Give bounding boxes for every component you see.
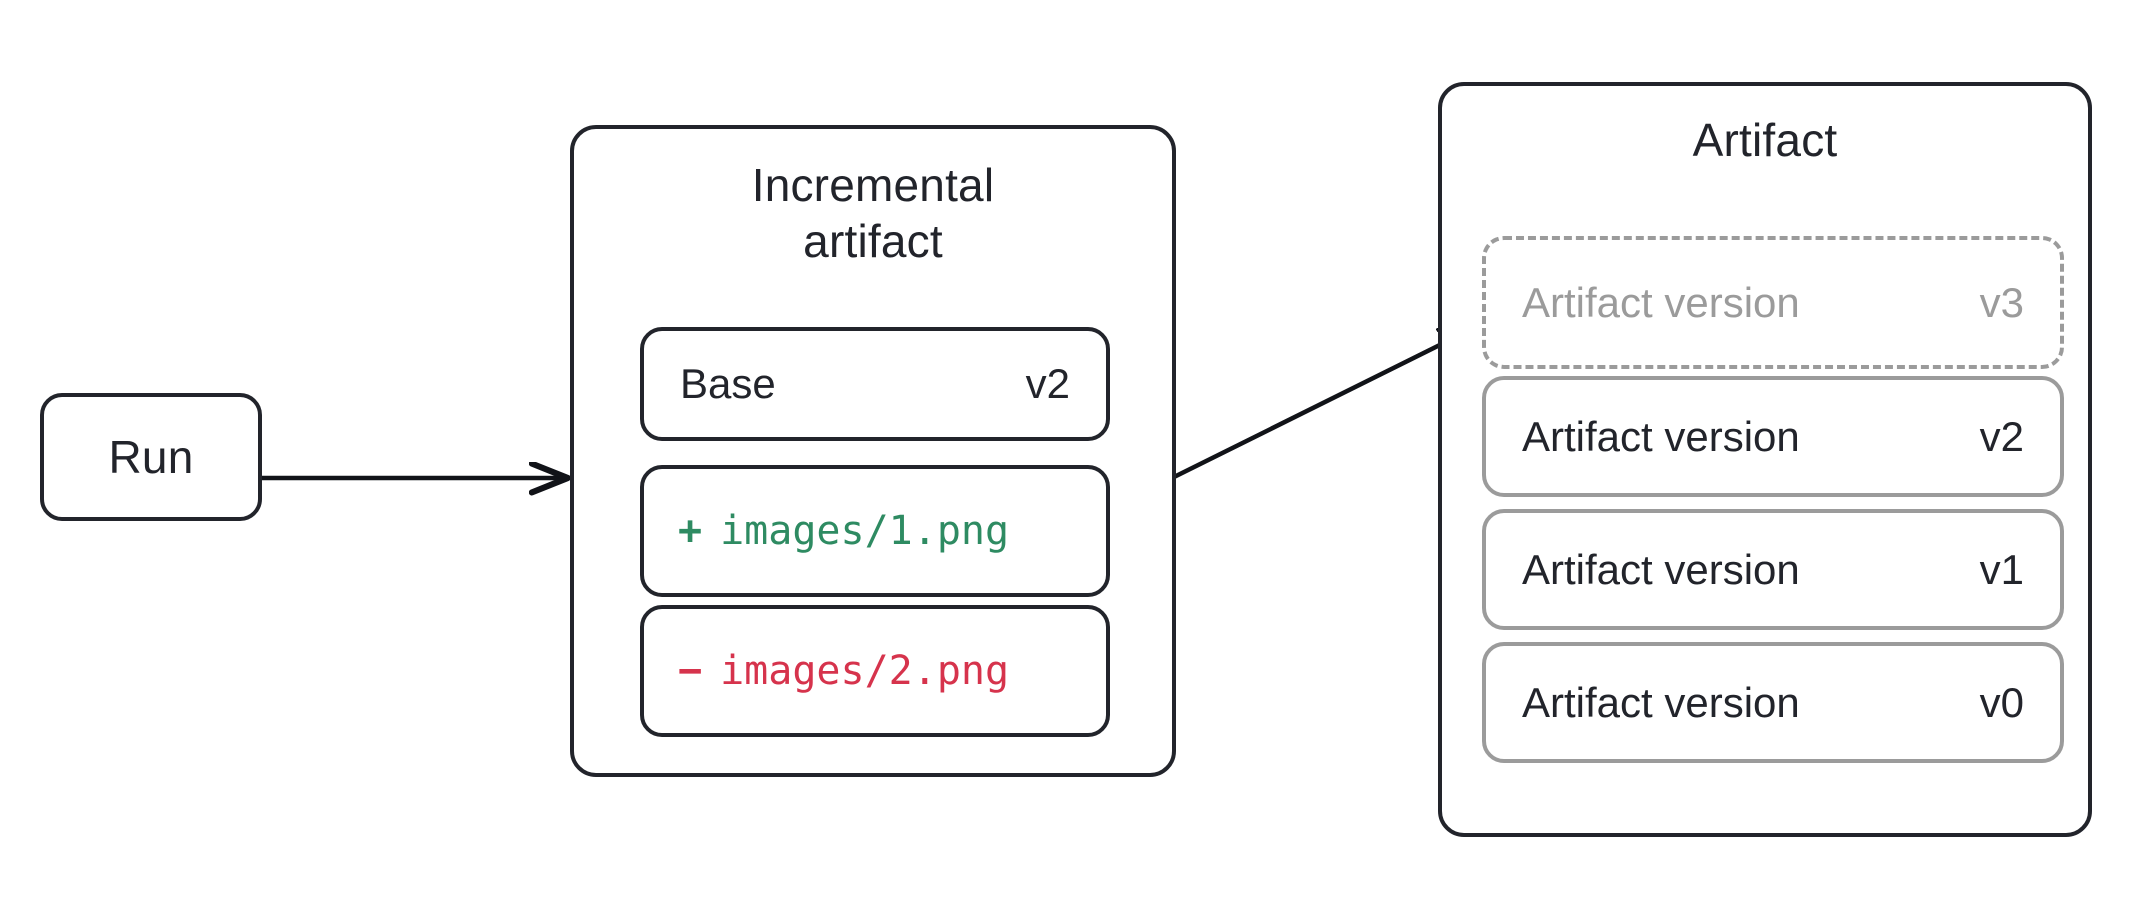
artifact-version-v2-version: v2 (1979, 412, 2024, 460)
artifact-version-v3-label: Artifact version (1522, 278, 1800, 326)
arrow-incremental-artifact-to-artifact (1170, 327, 1476, 481)
incremental-artifact-title: Incremental artifact (574, 157, 1172, 269)
artifact-version-v2-label: Artifact version (1522, 412, 1800, 460)
change-added-content: + images/1.png (644, 511, 1106, 551)
artifact-version-v3-version: v3 (1979, 278, 2024, 326)
artifact-version-row-v0[interactable]: Artifact version v0 (1482, 642, 2064, 763)
change-removed-path: images/2.png (720, 648, 1010, 694)
change-added-path: images/1.png (720, 508, 1010, 554)
artifact-version-v1-content: Artifact version v1 (1486, 545, 2060, 593)
artifact-version-v0-version: v0 (1979, 678, 2024, 726)
change-added-sign: + (678, 508, 703, 554)
run-node-label: Run (108, 431, 194, 483)
incremental-artifact-title-line1: Incremental (751, 159, 995, 211)
artifact-version-row-v3[interactable]: Artifact version v3 (1482, 236, 2064, 369)
artifact-version-v1-label: Artifact version (1522, 545, 1800, 593)
artifact-container[interactable]: Artifact Artifact version v3 Artifact ve… (1438, 82, 2092, 837)
run-node[interactable]: Run (40, 393, 262, 521)
artifact-version-row-v2[interactable]: Artifact version v2 (1482, 376, 2064, 497)
incremental-artifact-container[interactable]: Incremental artifact Base v2 + images/1.… (570, 125, 1176, 777)
artifact-title: Artifact (1692, 114, 1838, 166)
base-row-content: Base v2 (644, 363, 1106, 405)
artifact-version-v0-label: Artifact version (1522, 678, 1800, 726)
artifact-version-v0-content: Artifact version v0 (1486, 678, 2060, 726)
base-row-label: Base (680, 360, 776, 407)
change-removed-sign: − (678, 648, 703, 694)
incremental-artifact-change-removed[interactable]: − images/2.png (640, 605, 1110, 737)
change-removed-content: − images/2.png (644, 651, 1106, 691)
artifact-version-v3-content: Artifact version v3 (1486, 278, 2060, 326)
artifact-version-v2-content: Artifact version v2 (1486, 412, 2060, 460)
incremental-artifact-title-line2: artifact (803, 215, 943, 267)
incremental-artifact-change-added[interactable]: + images/1.png (640, 465, 1110, 597)
artifact-version-row-v1[interactable]: Artifact version v1 (1482, 509, 2064, 630)
incremental-artifact-base-row[interactable]: Base v2 (640, 327, 1110, 441)
artifact-version-v1-version: v1 (1979, 545, 2024, 593)
base-row-version: v2 (1025, 360, 1070, 407)
